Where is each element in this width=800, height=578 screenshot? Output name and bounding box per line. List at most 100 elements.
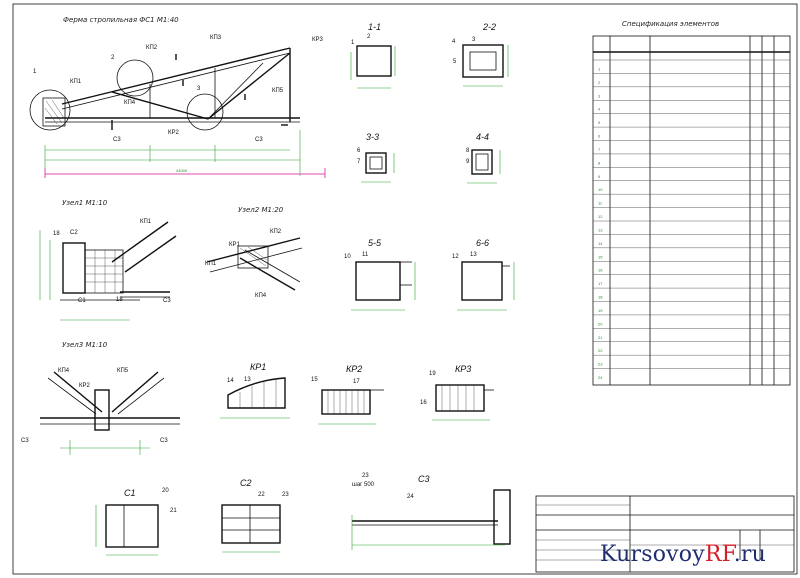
- callout-5: 5: [453, 59, 457, 65]
- callout-2: 2: [367, 34, 371, 40]
- section-4-4: [467, 149, 501, 184]
- spec-row-number: 12: [598, 214, 603, 219]
- watermark-part-3: .ru: [733, 542, 766, 567]
- node-2-kp2: КП2: [270, 229, 282, 235]
- callout-7: 7: [357, 159, 361, 165]
- node-1-drawing: [39, 221, 177, 321]
- node-1-18: 18: [53, 231, 60, 237]
- truss-kp2-label: КП2: [146, 45, 158, 51]
- spec-row-number: 9: [598, 174, 601, 179]
- callout-24: 24: [407, 494, 414, 500]
- spec-row-number: 14: [598, 241, 603, 246]
- section-1-1-title: 1-1: [368, 22, 381, 32]
- callout-3: 3: [472, 37, 476, 43]
- part-kr3-title: КР3: [455, 364, 471, 374]
- callout-9: 9: [466, 159, 470, 165]
- node-3-c3-left: С3: [21, 438, 29, 444]
- part-kr1-title: КР1: [250, 362, 266, 372]
- part-kr3: [432, 384, 494, 421]
- callout-13: 13: [470, 252, 477, 258]
- callout-10: 10: [344, 254, 351, 260]
- spec-table: [592, 35, 791, 386]
- watermark-logo: KursovoyRF.ru: [600, 542, 766, 568]
- truss-c3-right-label: С3: [255, 137, 263, 143]
- truss-c3-left-label: С3: [113, 137, 121, 143]
- spec-row-number: 2: [598, 80, 601, 85]
- truss-title: Ферма стропильная ФС1 М1:40: [63, 16, 179, 24]
- truss-kr2-label: КР2: [168, 130, 179, 136]
- title-block: [535, 495, 795, 573]
- node-2-kp4: КП4: [255, 293, 267, 299]
- truss-kp1-label: КП1: [70, 79, 82, 85]
- part-c3: [351, 489, 511, 550]
- section-4-4-title: 4-4: [476, 132, 489, 142]
- callout-23: 23: [282, 492, 289, 498]
- node-1-c1: С1: [78, 298, 86, 304]
- spec-row-number: 10: [598, 187, 603, 192]
- spec-row-number: 7: [598, 147, 601, 152]
- node-3-title: Узел3 М1:10: [62, 341, 108, 349]
- section-2-2-title: 2-2: [482, 22, 496, 32]
- part-c3-title: С3: [418, 474, 430, 484]
- spec-row-number: 16: [598, 268, 603, 273]
- watermark-part-1: Kursovoy: [600, 542, 705, 567]
- spec-row-number: 1: [598, 66, 601, 71]
- node-1-circle: [29, 89, 71, 131]
- node-1-kp1: КП1: [140, 219, 152, 225]
- watermark-part-2: RF: [704, 542, 734, 567]
- spec-title: Спецификация элементов: [622, 20, 719, 28]
- section-6-6: [457, 261, 515, 311]
- node-3-circle: [186, 93, 224, 131]
- truss-kp4-label: КП4: [124, 100, 136, 106]
- node-1-title: Узел1 М1:10: [62, 199, 108, 207]
- node-2-drawing: [206, 237, 303, 291]
- callout-17: 17: [353, 379, 360, 385]
- node-2-kp1: КП1: [205, 261, 217, 267]
- node-2-circle: [116, 59, 154, 97]
- spec-row-number: 21: [598, 335, 603, 340]
- node-2-title: Узел2 М1:20: [238, 206, 284, 214]
- callout-19: 19: [429, 371, 436, 377]
- section-2-2: [462, 44, 509, 87]
- spec-row-number: 18: [598, 295, 603, 300]
- callout-16: 16: [420, 400, 427, 406]
- spec-row-number: 17: [598, 281, 603, 286]
- callout-15: 15: [311, 377, 318, 383]
- spec-row-number: 8: [598, 160, 601, 165]
- part-kr1: [220, 377, 290, 419]
- node-1-c3: С3: [163, 298, 171, 304]
- truss-kp5-label: КП5: [272, 88, 284, 94]
- truss-node-3-label: 3: [197, 86, 201, 92]
- truss-kp3-label: КП3: [210, 35, 222, 41]
- part-kr2: [318, 389, 384, 425]
- sheet-border: [12, 3, 798, 575]
- callout-20: 20: [162, 488, 169, 494]
- spec-row-number: 13: [598, 227, 603, 232]
- callout-23b: 23: [362, 473, 369, 479]
- part-c2: [221, 504, 281, 553]
- spec-row-number: 15: [598, 254, 603, 259]
- part-c1-title: С1: [124, 488, 136, 498]
- callout-14: 14: [227, 378, 234, 384]
- node-3-c3-right: С3: [160, 438, 168, 444]
- section-3-3: [361, 152, 395, 183]
- spec-row-number: 5: [598, 120, 601, 125]
- spec-row-number: 20: [598, 321, 603, 326]
- callout-13b: 13: [244, 377, 251, 383]
- part-c2-title: С2: [240, 478, 252, 488]
- callout-1: 1: [351, 40, 355, 46]
- callout-21: 21: [170, 508, 177, 514]
- callout-8: 8: [466, 148, 470, 154]
- node-3-kr2: КР2: [79, 383, 90, 389]
- spec-row-number: 22: [598, 348, 603, 353]
- section-5-5: [351, 261, 416, 311]
- node-3-kp4: КП4: [58, 368, 70, 374]
- c3-step-label: шаг 500: [352, 482, 375, 488]
- node-1-c2: С2: [70, 230, 78, 236]
- section-1-1: [350, 45, 396, 89]
- node-1-18b: 18: [116, 297, 123, 303]
- callout-22: 22: [258, 492, 265, 498]
- truss-kr3-label: КР3: [312, 37, 323, 43]
